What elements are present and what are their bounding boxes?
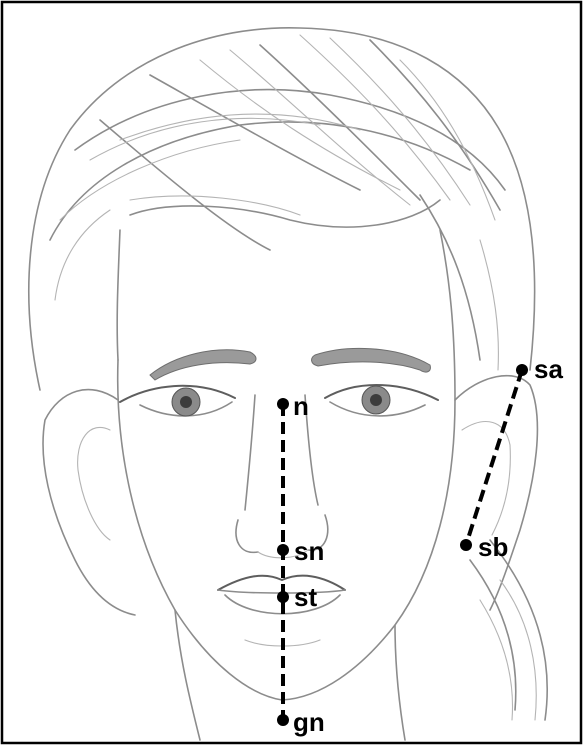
landmark-st-dot (277, 591, 289, 603)
landmark-n-dot (277, 398, 289, 410)
landmark-gn-label: gn (293, 707, 325, 737)
landmark-sn-dot (277, 544, 289, 556)
landmark-sn-label: sn (294, 536, 324, 566)
landmark-st-label: st (294, 582, 317, 612)
landmark-sb-label: sb (478, 532, 508, 562)
landmark-sa-dot (516, 364, 528, 376)
ear-length-dashed (466, 370, 522, 545)
landmark-n-label: n (293, 391, 309, 421)
landmark-sb-dot (460, 539, 472, 551)
face-sketch (29, 28, 547, 740)
landmark-sa-label: sa (534, 354, 563, 384)
measurement-overlay: n sn st gn sa sb (277, 354, 563, 737)
landmark-gn-dot (277, 714, 289, 726)
